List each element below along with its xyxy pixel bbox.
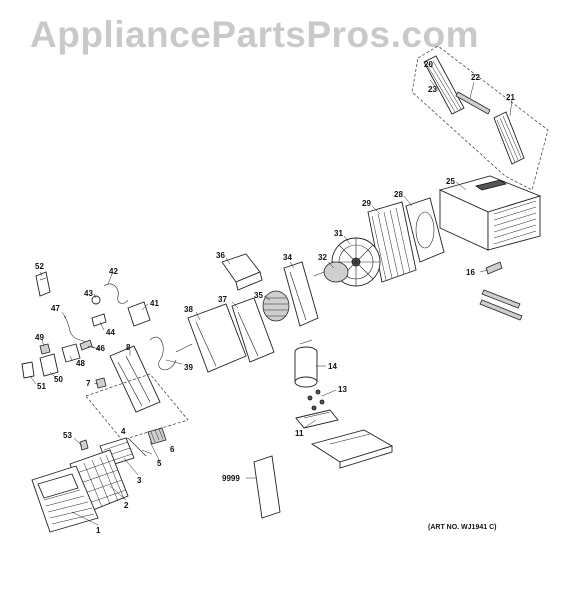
callout-34: 34 — [283, 253, 292, 262]
part-9999-manual — [253, 455, 281, 519]
callout-49: 49 — [35, 333, 44, 342]
part-28-shroud — [405, 197, 445, 263]
part-52-remote — [35, 271, 51, 297]
part-42-harness — [103, 283, 129, 304]
part-34-bracket — [283, 261, 319, 327]
part-53-part — [79, 439, 89, 451]
callout-22: 22 — [471, 73, 480, 82]
callout-37: 37 — [218, 295, 227, 304]
callout-25: 25 — [446, 177, 455, 186]
callout-16: 16 — [466, 268, 475, 277]
part-23-panel — [423, 55, 465, 115]
callout-35: 35 — [254, 291, 263, 300]
callout-46: 46 — [96, 344, 105, 353]
part-13-screws — [307, 389, 325, 411]
control-outline — [85, 373, 189, 441]
callout-23: 23 — [428, 85, 437, 94]
callout-39: 39 — [184, 363, 193, 372]
watermark: AppliancePartsPros.com — [30, 14, 479, 55]
callout-29: 29 — [362, 199, 371, 208]
part-51-part — [21, 361, 35, 379]
callout-21: 21 — [506, 93, 515, 102]
callout-2: 2 — [124, 501, 129, 510]
callout-32: 32 — [318, 253, 327, 262]
callout-labels: 1 2 3 4 5 6 7 8 11 13 14 16 20 21 22 23 … — [35, 60, 515, 535]
leader-lines — [29, 63, 513, 526]
part-48-board — [61, 343, 81, 363]
callout-8: 8 — [126, 343, 131, 352]
callout-1: 1 — [96, 526, 101, 535]
part-50-part — [39, 353, 59, 377]
part-36-bracket — [221, 253, 263, 291]
callout-20: 20 — [424, 60, 433, 69]
part-38-duct — [187, 303, 247, 373]
base-pan — [310, 429, 394, 469]
callout-31: 31 — [334, 229, 343, 238]
callout-43: 43 — [84, 289, 93, 298]
callout-13: 13 — [338, 385, 347, 394]
callout-52: 52 — [35, 262, 44, 271]
part-32-motor — [313, 261, 349, 283]
art-number: (ART NO. WJ1941 C) — [428, 524, 497, 531]
callout-51: 51 — [37, 382, 46, 391]
callout-14: 14 — [328, 362, 337, 371]
part-46-clip — [79, 339, 93, 351]
callout-48: 48 — [76, 359, 85, 368]
part-21-panel — [493, 111, 525, 165]
part-44-knob — [91, 313, 107, 327]
callout-7: 7 — [86, 379, 91, 388]
callout-50: 50 — [54, 375, 63, 384]
part-25-cabinet — [438, 175, 542, 251]
callout-41: 41 — [150, 299, 159, 308]
callout-38: 38 — [184, 305, 193, 314]
part-37-scroll — [231, 297, 275, 363]
part-16-bracket — [479, 261, 523, 321]
part-14-capacitor — [294, 339, 318, 388]
part-6-filter — [147, 427, 167, 445]
callout-47: 47 — [51, 304, 60, 313]
callout-4: 4 — [121, 427, 126, 436]
part-47-cord — [63, 315, 101, 349]
callout-6: 6 — [170, 445, 175, 454]
part-39-tube — [149, 336, 193, 371]
callout-5: 5 — [157, 459, 162, 468]
part-11-mount — [295, 409, 339, 429]
part-5-part — [137, 447, 147, 457]
callout-53: 53 — [63, 431, 72, 440]
part-7-bracket — [95, 377, 107, 389]
callout-28: 28 — [394, 190, 403, 199]
callout-42: 42 — [109, 267, 118, 276]
part-1-front-grille — [31, 465, 99, 533]
part-49-part — [39, 343, 51, 355]
callout-36: 36 — [216, 251, 225, 260]
callout-3: 3 — [137, 476, 142, 485]
part-41-bracket — [127, 301, 151, 327]
part-4-part — [127, 437, 139, 449]
callout-11: 11 — [295, 429, 304, 438]
part-35-blower-wheel — [262, 290, 290, 322]
part-43-switch — [91, 295, 101, 305]
callout-44: 44 — [106, 328, 115, 337]
part-22-handle — [455, 91, 491, 115]
callout-9999: 9999 — [222, 474, 240, 483]
